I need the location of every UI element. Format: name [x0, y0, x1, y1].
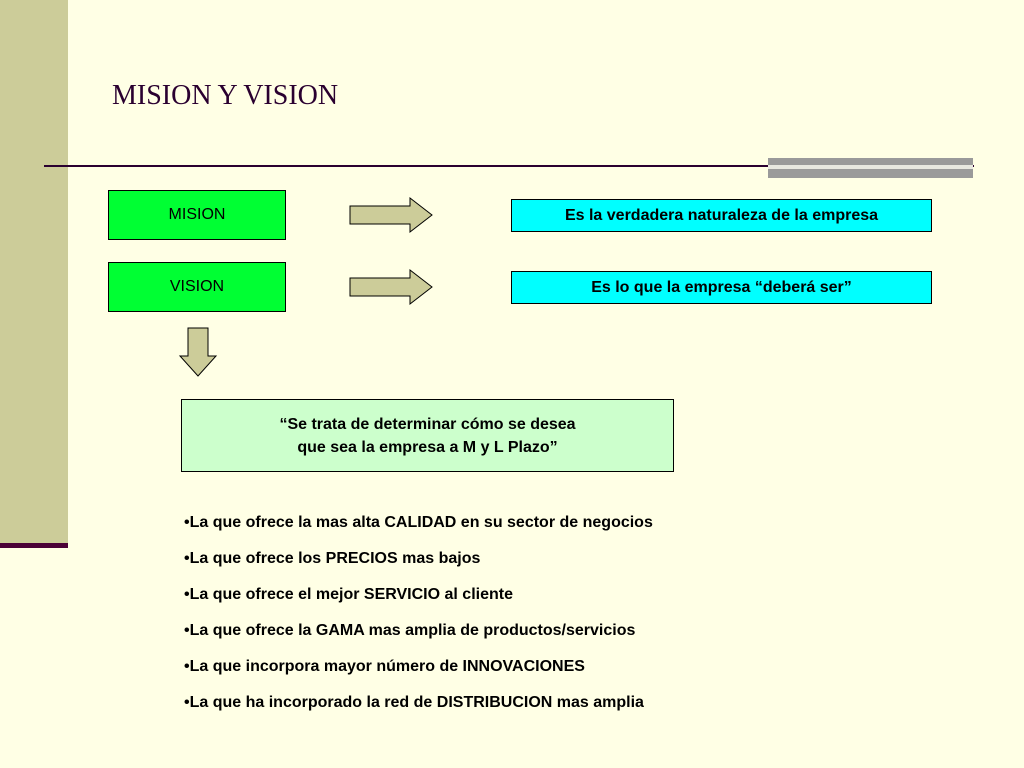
vision-description-box: Es lo que la empresa “deberá ser”: [511, 271, 932, 304]
list-item: La que ofrece la GAMA mas amplia de prod…: [184, 620, 653, 656]
down-arrow-icon: [178, 327, 218, 377]
sidebar-accent-line: [0, 543, 68, 548]
vision-box: VISION: [108, 262, 286, 312]
list-item: La que ofrece los PRECIOS mas bajos: [184, 548, 653, 584]
list-item: La que incorpora mayor número de INNOVAC…: [184, 656, 653, 692]
slide-title: MISION Y VISION: [112, 80, 339, 111]
list-item: La que ha incorporado la red de DISTRIBU…: [184, 692, 653, 728]
right-arrow-icon: [349, 196, 433, 234]
list-item: La que ofrece el mejor SERVICIO al clien…: [184, 584, 653, 620]
vision-quote-box: “Se trata de determinar cómo se desea qu…: [181, 399, 674, 472]
title-divider: [44, 165, 974, 167]
sidebar-band: [0, 0, 68, 546]
right-arrow-icon: [349, 268, 433, 306]
quote-line-1: “Se trata de determinar cómo se desea: [279, 415, 576, 433]
title-divider-bar: [768, 158, 973, 178]
quote-line-2: que sea la empresa a M y L Plazo”: [297, 438, 558, 456]
list-item: La que ofrece la mas alta CALIDAD en su …: [184, 512, 653, 548]
vision-bullet-list: La que ofrece la mas alta CALIDAD en su …: [184, 512, 653, 728]
mision-box: MISION: [108, 190, 286, 240]
mision-description-box: Es la verdadera naturaleza de la empresa: [511, 199, 932, 232]
